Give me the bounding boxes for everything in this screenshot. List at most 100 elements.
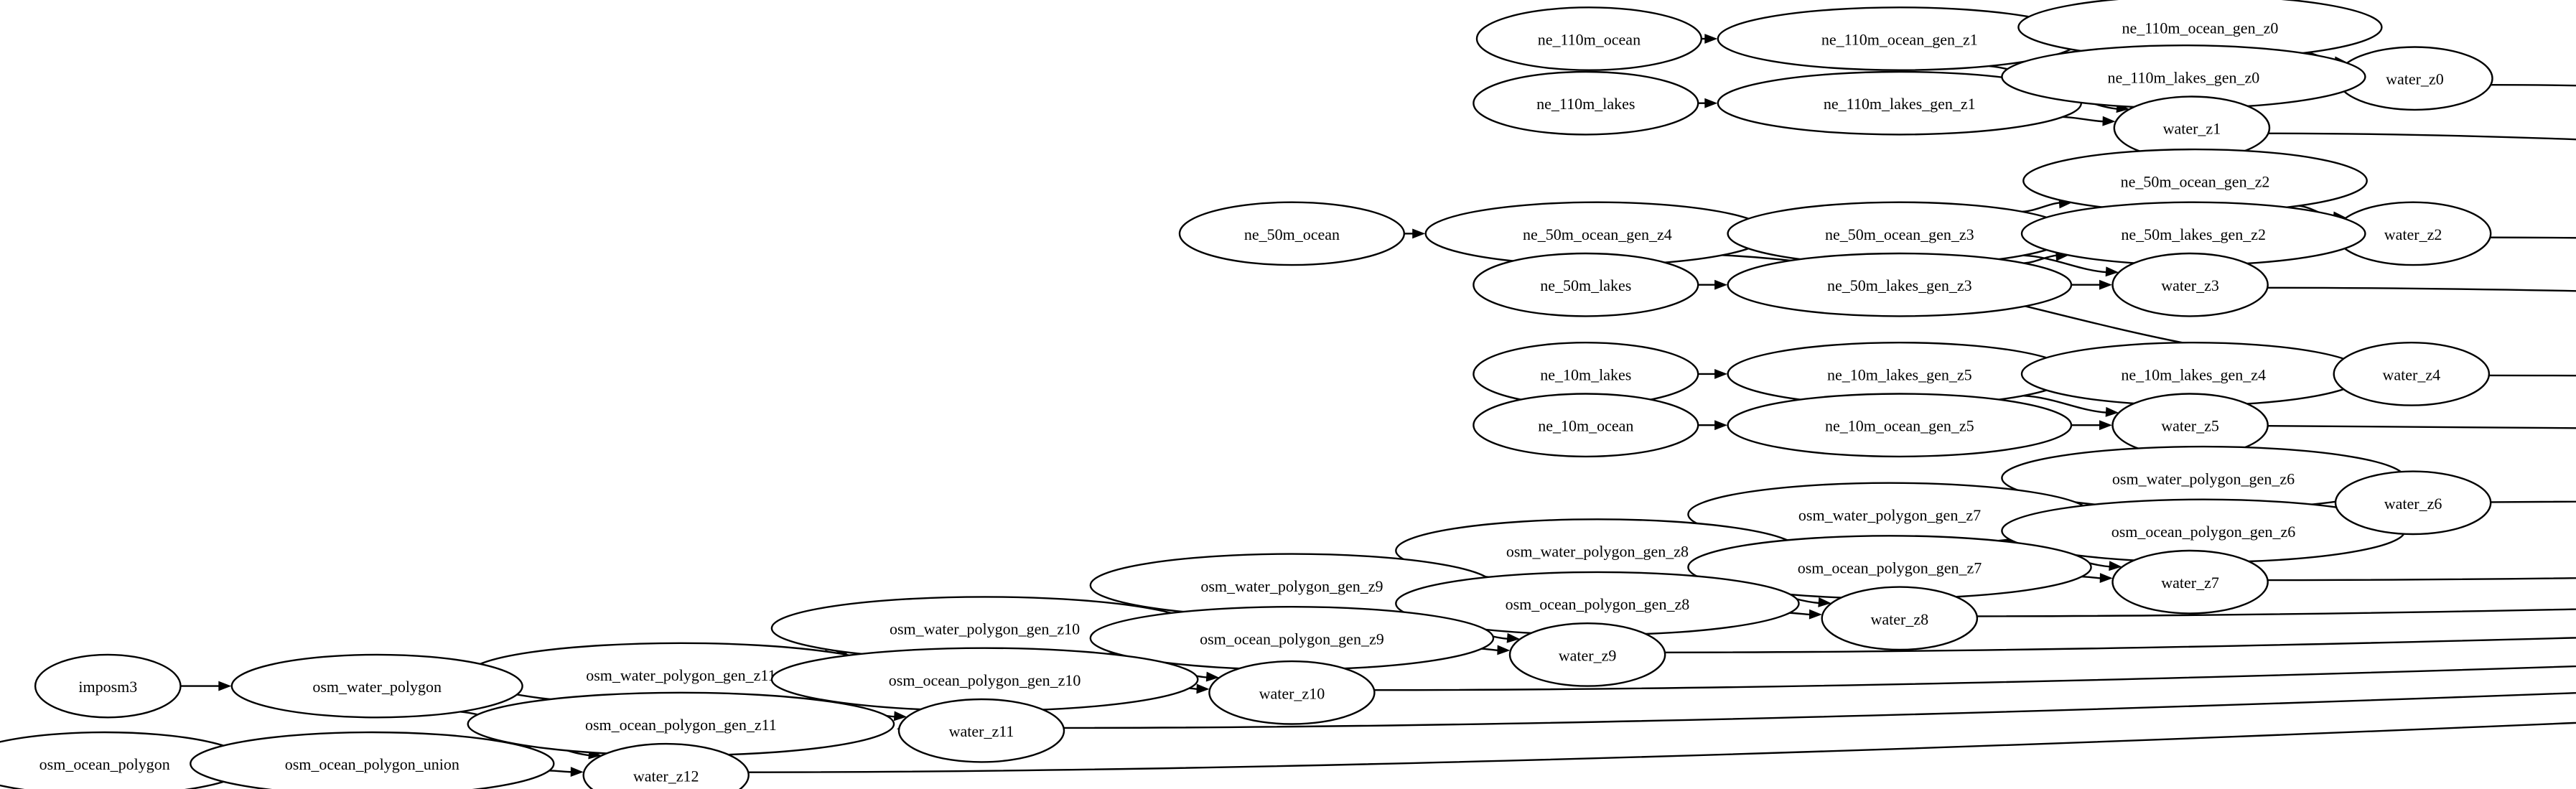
graph-node-label: osm_water_polygon_gen_z10: [890, 620, 1080, 638]
graph-node-ne-110m-ocean-gen-z1[interactable]: ne_110m_ocean_gen_z1: [1717, 6, 2083, 71]
edge-arrowhead: [2099, 279, 2112, 290]
graph-node-label: ne_110m_ocean_gen_z1: [1821, 31, 1978, 49]
graph-node-osm-ocean-polygon-gen-z8[interactable]: osm_ocean_polygon_gen_z8: [1395, 571, 1800, 636]
graph-node-osm-ocean-polygon-gen-z11[interactable]: osm_ocean_polygon_gen_z11: [467, 691, 895, 757]
graph-node-label: osm_ocean_polygon_gen_z10: [889, 671, 1081, 689]
edge-arrowhead: [2102, 116, 2116, 126]
graph-edge-ne-110m-ocean-to-ne-110m-ocean-gen-z1: [1701, 34, 1718, 44]
graph-edge-water-z2-to-layer-water-z2: [2490, 236, 2576, 239]
graph-edge-ne-50m-lakes-gen-z3-to-water-z3: [2071, 279, 2112, 290]
edge-arrowhead: [1714, 368, 1727, 379]
graph-node-label: water_z6: [2384, 495, 2442, 513]
graph-node-label: water_z4: [2382, 365, 2440, 383]
graph-node-label: ne_50m_lakes: [1540, 276, 1631, 294]
graph-node-label: ne_110m_lakes_gen_z1: [1824, 95, 1976, 113]
graph-node-ne-110m-lakes[interactable]: ne_110m_lakes: [1473, 70, 1699, 136]
edge-line: [1664, 637, 2576, 653]
graph-node-water-z8[interactable]: water_z8: [1821, 586, 1979, 651]
graph-edge-water-z10-to-layer-water-z10: [1374, 665, 2576, 691]
graph-node-ne-50m-lakes[interactable]: ne_50m_lakes: [1473, 252, 1699, 317]
graph-node-label: osm_water_polygon: [312, 678, 442, 696]
graph-node-label: osm_ocean_polygon: [39, 755, 170, 773]
edge-arrowhead: [1704, 98, 1718, 108]
graph-node-water-z3[interactable]: water_z3: [2111, 252, 2269, 317]
graph-node-water-z7[interactable]: water_z7: [2111, 549, 2269, 615]
graph-node-label: water_z0: [2386, 70, 2444, 88]
graph-node-imposm3[interactable]: imposm3: [34, 653, 182, 719]
graph-node-ne-50m-ocean[interactable]: ne_50m_ocean: [1178, 201, 1405, 266]
graph-edge-water-z12-to-layer-water-z12-: [748, 722, 2576, 773]
graph-node-label: osm_ocean_polygon_gen_z8: [1506, 595, 1690, 613]
edge-line: [1481, 648, 1500, 652]
graph-node-ne-10m-lakes-gen-z5[interactable]: ne_10m_lakes_gen_z5: [1727, 342, 2073, 406]
graph-node-label: osm_water_polygon_gen_z11: [586, 666, 775, 684]
graph-node-ne-110m-ocean[interactable]: ne_110m_ocean: [1475, 6, 1702, 71]
graph-node-water-z2[interactable]: water_z2: [2334, 201, 2492, 266]
edge-line: [1977, 608, 2576, 617]
graph-node-ne-110m-lakes-gen-z1[interactable]: ne_110m_lakes_gen_z1: [1717, 70, 2083, 136]
graph-node-osm-water-polygon[interactable]: osm_water_polygon: [230, 653, 523, 719]
graph-node-label: water_z1: [2163, 120, 2221, 138]
graph-node-label: water_z7: [2161, 574, 2219, 592]
edge-arrowhead: [1205, 671, 1220, 682]
graph-edge-ne-10m-ocean-gen-z5-to-water-z5: [2071, 420, 2112, 431]
graph-node-osm-water-polygon-gen-z10[interactable]: osm_water_polygon_gen_z10: [770, 596, 1199, 660]
edge-line: [2022, 395, 2108, 414]
graph-node-ne-10m-ocean-gen-z5[interactable]: ne_10m_ocean_gen_z5: [1727, 393, 2073, 458]
graph-node-osm-ocean-polygon-gen-z6[interactable]: osm_ocean_polygon_gen_z6: [2001, 498, 2406, 564]
graph-edge-ne-10m-lakes-gen-z5-to-water-z5: [2022, 395, 2119, 417]
graph-node-water-z9[interactable]: water_z9: [1508, 622, 1666, 687]
graph-node-label: water_z3: [2161, 276, 2219, 294]
graph-node-ne-50m-lakes-gen-z2[interactable]: ne_50m_lakes_gen_z2: [2020, 201, 2366, 266]
edge-line: [2491, 84, 2576, 87]
graph-node-label: osm_water_polygon_gen_z7: [1798, 506, 1981, 524]
graph-edge-ne-110m-lakes-gen-z1-to-water-z1: [2062, 116, 2116, 126]
graph-node-label: water_z2: [2384, 225, 2442, 243]
graph-node-ne-10m-lakes[interactable]: ne_10m_lakes: [1473, 342, 1699, 406]
graph-node-label: ne_50m_lakes_gen_z2: [2121, 225, 2266, 243]
graph-node-ne-10m-ocean[interactable]: ne_10m_ocean: [1473, 393, 1699, 458]
graph-node-label: ne_110m_lakes: [1536, 95, 1635, 113]
edge-arrowhead: [218, 681, 232, 691]
graph-node-label: imposm3: [78, 678, 137, 696]
edge-arrowhead: [1809, 609, 1822, 620]
graph-node-water-z5[interactable]: water_z5: [2111, 393, 2269, 458]
graph-node-osm-ocean-polygon-gen-z7[interactable]: osm_ocean_polygon_gen_z7: [1687, 535, 2092, 599]
graph-node-ne-50m-ocean-gen-z2[interactable]: ne_50m_ocean_gen_z2: [2022, 148, 2368, 213]
graph-node-osm-water-polygon-gen-z6[interactable]: osm_water_polygon_gen_z6: [2001, 445, 2406, 510]
edge-arrowhead: [893, 711, 907, 722]
graph-node-label: osm_water_polygon_gen_z8: [1506, 543, 1689, 561]
edge-arrowhead: [2105, 406, 2119, 417]
edge-arrowhead: [2099, 420, 2112, 431]
graph-node-label: ne_50m_ocean_gen_z3: [1825, 225, 1974, 243]
edge-line: [2491, 501, 2576, 503]
graph-node-water-z6[interactable]: water_z6: [2334, 470, 2492, 536]
graph-node-label: water_z8: [1870, 610, 1928, 628]
graph-node-osm-ocean-polygon-gen-z9[interactable]: osm_ocean_polygon_gen_z9: [1089, 606, 1495, 671]
edge-arrowhead: [1196, 683, 1210, 694]
graph-node-water-z1[interactable]: water_z1: [2113, 95, 2271, 161]
graph-node-osm-ocean-polygon-union[interactable]: osm_ocean_polygon_union: [190, 731, 555, 789]
graph-edge-water-z4-to-layer-water-z4: [2488, 374, 2576, 377]
graph-edge-ne-50m-ocean-to-ne-50m-ocean-gen-z4: [1404, 228, 1426, 239]
edge-arrowhead: [1818, 597, 1831, 607]
graph-node-water-z11[interactable]: water_z11: [897, 698, 1065, 763]
graph-node-ne-50m-lakes-gen-z3[interactable]: ne_50m_lakes_gen_z3: [1727, 252, 2073, 317]
graph-node-label: osm_water_polygon_gen_z9: [1200, 577, 1383, 595]
edge-line: [2062, 116, 2105, 123]
edge-line: [748, 722, 2576, 773]
graph-edge-imposm3-to-osm-water-polygon: [180, 681, 232, 691]
graph-edge-ne-10m-lakes-to-ne-10m-lakes-gen-z5: [1698, 368, 1727, 379]
graph-node-water-z12[interactable]: water_z12: [582, 742, 750, 789]
graph-node-osm-water-polygon-gen-z9[interactable]: osm_water_polygon_gen_z9: [1089, 553, 1495, 618]
graph-node-water-z4[interactable]: water_z4: [2333, 342, 2491, 406]
graph-edge-ne-50m-lakes-to-ne-50m-lakes-gen-z3: [1698, 279, 1727, 290]
graph-node-water-z10[interactable]: water_z10: [1208, 660, 1376, 725]
graph-node-ne-50m-ocean-gen-z3[interactable]: ne_50m_ocean_gen_z3: [1727, 201, 2073, 266]
edge-arrowhead: [1412, 228, 1426, 239]
graph-node-label: water_z9: [1559, 646, 1617, 664]
edge-line: [1063, 691, 2576, 729]
graph-node-label: ne_10m_lakes_gen_z5: [1827, 365, 1972, 383]
graph-edge-water-z0-to-layer-water-z0: [2491, 84, 2576, 87]
